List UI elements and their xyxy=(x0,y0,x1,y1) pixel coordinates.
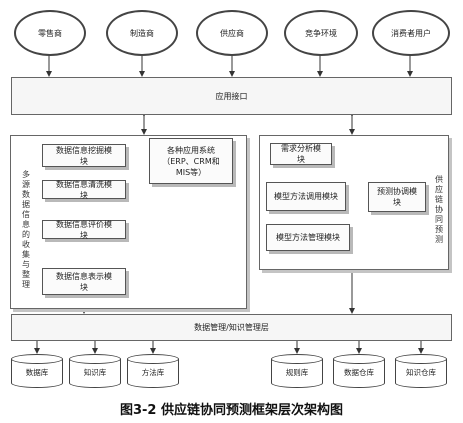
right-panel-side-label: 供应链协同预测 xyxy=(435,175,443,244)
module-data-evaluation: 数据信息评价模块 xyxy=(42,220,126,240)
stakeholder-manufacturer: 制造商 xyxy=(106,10,178,56)
left-panel-side-label: 多源数据信息的收集与整理 xyxy=(22,170,30,289)
module-model-method-invoke: 模型方法调用模块 xyxy=(266,182,346,211)
stakeholder-retailer: 零售商 xyxy=(14,10,86,56)
database-knowledge-warehouse: 知识仓库 xyxy=(395,354,447,388)
stakeholder-competition: 竞争环境 xyxy=(284,10,358,56)
module-data-cleaning: 数据信息清洗模块 xyxy=(42,180,126,200)
management-layer: 数据管理/知识管理层 xyxy=(11,314,452,341)
database-data-warehouse: 数据仓库 xyxy=(333,354,385,388)
figure-caption: 图3-2 供应链协同预测框架层次架构图 xyxy=(119,403,343,418)
database-knowledge: 知识库 xyxy=(69,354,121,388)
module-data-mining: 数据信息挖掘模块 xyxy=(42,144,126,167)
module-demand-analysis: 需求分析模块 xyxy=(270,143,332,165)
module-model-method-manage: 模型方法管理模块 xyxy=(266,224,350,251)
module-data-representation: 数据信息表示模块 xyxy=(42,268,126,295)
database-data: 数据库 xyxy=(11,354,63,388)
database-method: 方法库 xyxy=(127,354,179,388)
stakeholder-consumer: 消费者用户 xyxy=(372,10,450,56)
stakeholder-supplier: 供应商 xyxy=(196,10,268,56)
application-interface: 应用接口 xyxy=(11,77,452,115)
application-systems-box: 各种应用系统（ERP、CRM和MIS等） xyxy=(149,138,233,184)
module-collab-forecast: 预测协调模块 xyxy=(368,182,426,212)
database-rule: 规则库 xyxy=(271,354,323,388)
